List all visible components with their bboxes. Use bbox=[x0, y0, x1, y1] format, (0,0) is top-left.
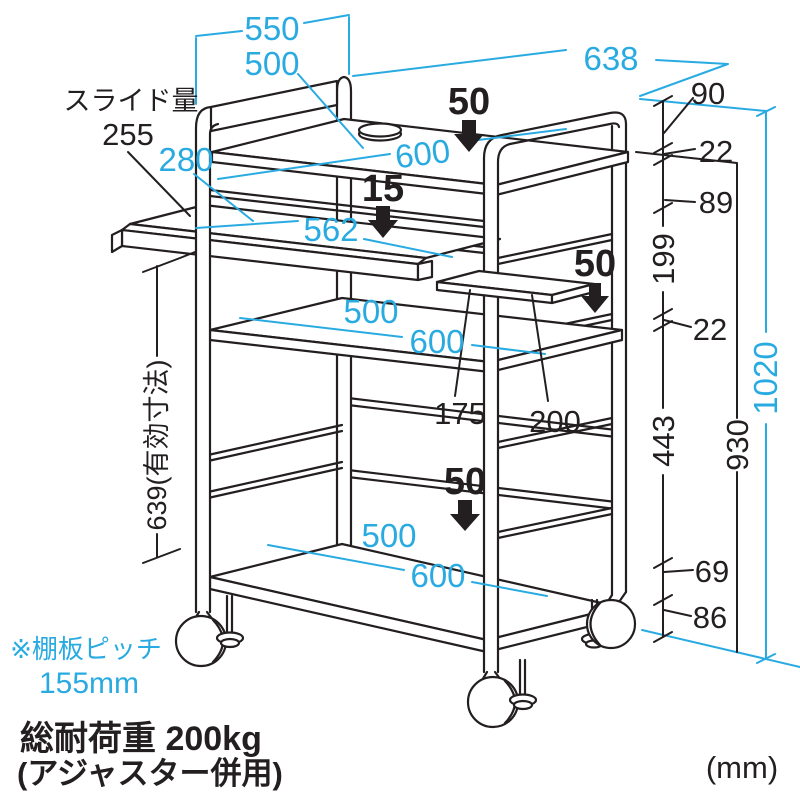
dim-50-side-label: 50 bbox=[574, 243, 616, 285]
load-capacity-line2: (アジャスター併用) bbox=[17, 756, 283, 791]
dim-199-label: 199 bbox=[646, 233, 681, 285]
dimension-lines-cyan bbox=[193, 14, 800, 668]
down-arrow-icon bbox=[581, 283, 609, 313]
side-tray bbox=[435, 269, 596, 305]
dim-280-label: 280 bbox=[158, 141, 213, 178]
dim-22a-label: 22 bbox=[699, 134, 733, 169]
fence-panel bbox=[209, 79, 339, 133]
front-right-post bbox=[482, 111, 628, 674]
caster-rear-right bbox=[580, 590, 637, 650]
dim-90-label: 90 bbox=[691, 76, 725, 111]
dim-600-top-label: 600 bbox=[393, 132, 452, 175]
slider-rails bbox=[208, 188, 486, 255]
dim-69-label: 69 bbox=[695, 554, 729, 589]
rear-right-post bbox=[610, 122, 628, 597]
dim-50-top-label: 50 bbox=[448, 81, 490, 123]
dim-22b-label: 22 bbox=[693, 312, 727, 347]
down-arrow-icon bbox=[454, 120, 484, 152]
dimension-lines-black bbox=[127, 95, 738, 653]
dim-562-label: 562 bbox=[303, 211, 358, 248]
slide-amount-label: スライド量 bbox=[64, 86, 199, 116]
unit-label: (mm) bbox=[706, 750, 778, 785]
middle-shelf bbox=[208, 296, 624, 374]
load-capacity-line1: 総耐荷重 200kg bbox=[20, 720, 262, 758]
dim-600-mid-label: 600 bbox=[409, 323, 464, 360]
dim-500-mid-label: 500 bbox=[343, 293, 398, 330]
dim-500-bottom-label: 500 bbox=[361, 517, 416, 554]
dim-86-label: 86 bbox=[693, 600, 727, 635]
slide-amount-value: 255 bbox=[102, 117, 154, 152]
dim-200-label: 200 bbox=[529, 404, 581, 439]
dim-1020-label: 1020 bbox=[747, 341, 784, 414]
caster-front-right bbox=[466, 658, 538, 729]
dim-550-label: 550 bbox=[244, 10, 299, 47]
dim-930-label: 930 bbox=[720, 419, 755, 471]
down-arrow-icon bbox=[450, 500, 480, 531]
dim-50-bottom-label: 50 bbox=[444, 461, 486, 503]
dim-15-label: 15 bbox=[362, 168, 404, 210]
cart-line-drawing bbox=[110, 75, 637, 729]
dim-175-label: 175 bbox=[434, 396, 486, 431]
top-shelf bbox=[210, 117, 630, 197]
down-arrow-icon bbox=[368, 206, 398, 238]
front-left-post bbox=[194, 105, 220, 614]
rear-rails bbox=[346, 396, 618, 511]
caster-front-left bbox=[174, 594, 245, 668]
left-side-rails bbox=[206, 423, 344, 500]
dim-600-bottom-label: 600 bbox=[410, 557, 465, 594]
dim-638-label: 638 bbox=[583, 40, 638, 77]
effective-height-label: 639(有効寸法) bbox=[142, 359, 172, 530]
dim-500-top-label: 500 bbox=[244, 45, 299, 82]
dim-89-label: 89 bbox=[699, 185, 733, 220]
dim-443-label: 443 bbox=[646, 415, 681, 467]
shelf-pitch-note-line2: 155mm bbox=[39, 667, 139, 700]
shelf-pitch-note-line1: ※棚板ピッチ bbox=[10, 634, 162, 664]
